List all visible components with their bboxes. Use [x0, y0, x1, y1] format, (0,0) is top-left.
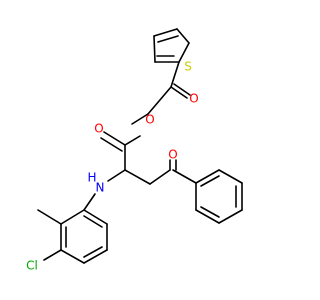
bond [200, 175, 220, 187]
amine-h-label: H [87, 171, 96, 185]
bond [195, 209, 220, 224]
chlorine-label: Cl [26, 259, 38, 273]
ketone-right-oxygen-label: O [168, 148, 177, 162]
bond [83, 249, 108, 264]
bond [124, 135, 141, 146]
bond [83, 193, 96, 211]
amine-group: H N [87, 171, 104, 195]
amine-n-label: N [96, 181, 105, 195]
bond [103, 131, 126, 146]
bond [173, 83, 191, 96]
ketone-oxygen-label: O [189, 92, 198, 106]
bond [178, 42, 190, 63]
bond [147, 86, 172, 115]
bond [124, 169, 151, 185]
bond [83, 209, 108, 225]
ester-link-oxygen-label: O [145, 113, 154, 127]
sulfur-label: S [184, 60, 192, 74]
molecule-canvas: S O O O O H N Cl [26, 28, 243, 273]
bond [153, 35, 156, 63]
bond [60, 209, 85, 225]
bond [157, 35, 179, 43]
bond [149, 169, 171, 185]
bond [176, 28, 190, 44]
molecule-structure: S O O O O H N Cl [26, 28, 243, 273]
bond [100, 137, 123, 152]
bond-group [37, 28, 243, 264]
bond [172, 169, 197, 184]
bond [43, 249, 62, 261]
bond [153, 28, 178, 37]
bond [107, 169, 126, 182]
bond [170, 61, 180, 88]
bond [218, 209, 243, 224]
bond [83, 246, 103, 258]
bond [37, 209, 62, 225]
bond [218, 169, 243, 184]
bond [60, 249, 85, 264]
bond [83, 215, 103, 228]
bond [200, 206, 220, 218]
bond [131, 113, 149, 125]
bond [170, 86, 188, 99]
ester-carbonyl-oxygen-label: O [94, 122, 103, 136]
bond [195, 169, 220, 184]
